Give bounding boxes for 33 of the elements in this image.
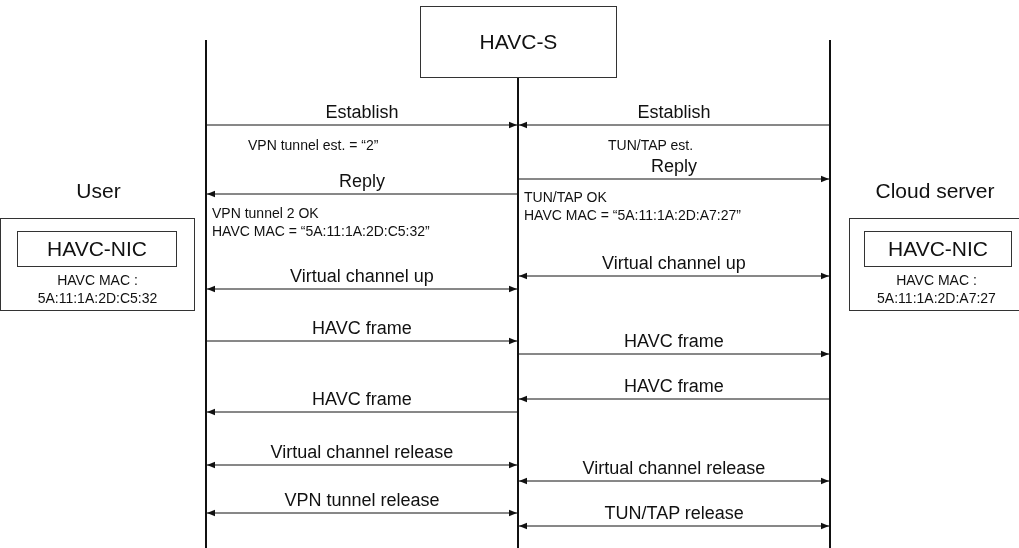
host-heading: User [75,179,122,203]
server-box [420,6,617,78]
message-note: HAVC MAC = “5A:11:1A:2D:C5:32” [212,223,430,240]
message-arrow [518,121,830,129]
nic-box [864,231,1012,267]
message-arrow [206,408,518,416]
lifeline [829,40,831,548]
nic-box [17,231,177,267]
message-arrow [206,190,518,198]
message-arrow [518,175,830,183]
message-arrow [206,121,518,129]
message-arrow [518,272,830,280]
message-note: TUN/TAP est. [608,137,694,154]
mac-address: HAVC MAC : 5A:11:1A:2D:C5:32 [36,271,159,307]
message-note: VPN tunnel est. = “2” [248,137,379,154]
box-title: HAVC-NIC [887,237,989,261]
message-arrow [206,285,518,293]
lifeline [517,78,519,548]
box-title: HAVC-NIC [46,237,148,261]
lifeline [205,40,207,548]
message-note: HAVC MAC = “5A:11:1A:2D:A7:27” [524,207,741,224]
message-arrow [518,522,830,530]
mac-address: HAVC MAC : 5A:11:1A:2D:A7:27 [876,271,997,307]
message-arrow [206,337,518,345]
message-arrow [518,477,830,485]
host-heading: Cloud server [874,179,996,203]
message-note: TUN/TAP OK [524,189,607,206]
box-title: HAVC-S [478,30,559,54]
message-arrow [518,395,830,403]
message-arrow [518,350,830,358]
message-arrow [206,461,518,469]
message-arrow [206,509,518,517]
message-note: VPN tunnel 2 OK [212,205,319,222]
